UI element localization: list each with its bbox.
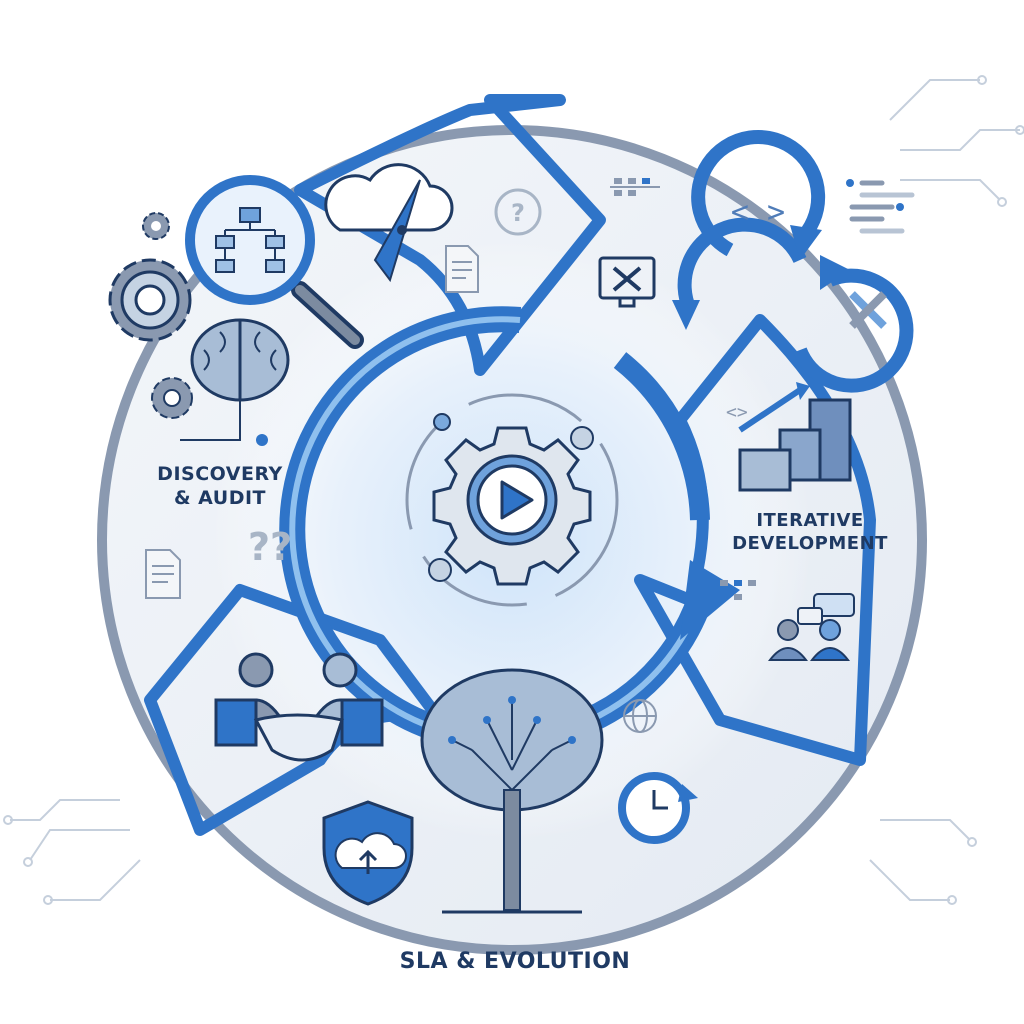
brain-icon — [180, 318, 290, 446]
gear-icon — [142, 212, 170, 240]
question-icon: ?? — [248, 525, 292, 569]
cloud-compass-icon — [324, 163, 454, 283]
code-lines-decoration — [846, 179, 915, 234]
document-icon — [445, 245, 479, 293]
gear-play-icon — [405, 393, 619, 607]
clock-refresh-icon — [618, 772, 698, 844]
stage-label-line: DEVELOPMENT — [732, 532, 888, 554]
stage-label-line: DISCOVERY — [157, 463, 283, 485]
stage-label-iterative-development: ITERATIVE DEVELOPMENT — [715, 510, 905, 555]
chat-users-icon — [767, 593, 855, 661]
computer-tools-icon — [598, 256, 656, 308]
globe-icon — [623, 699, 657, 733]
circuit-tree-icon — [420, 668, 604, 914]
gear-icon — [151, 377, 193, 419]
kanban-icon — [610, 178, 660, 196]
arrowhead — [672, 300, 700, 330]
stage-label-line: ITERATIVE — [756, 510, 864, 531]
code-brackets-icon: < > — [731, 195, 785, 230]
code-brackets-icon: <> — [726, 402, 748, 423]
shield-cloud-upload-icon — [322, 800, 414, 906]
tools-icon — [849, 291, 887, 329]
arrowhead — [820, 255, 850, 290]
handshake-icon — [214, 652, 384, 762]
stage-label-line: SLA & EVOLUTION — [399, 949, 631, 974]
svg-text:?: ? — [511, 199, 525, 227]
arrowhead — [790, 225, 822, 260]
stage-label-sla-evolution: SLA & EVOLUTION — [360, 948, 670, 976]
building-blocks-icon — [738, 382, 852, 492]
stage-label-discovery-audit: DISCOVERY & AUDIT — [120, 463, 320, 511]
circuit-lines-decoration — [3, 75, 1024, 905]
cycle-arrows-icon — [677, 130, 914, 393]
gear-icon — [108, 258, 192, 342]
kanban-icon — [720, 580, 756, 600]
inner-cycle-arrow — [279, 306, 740, 753]
document-icon — [145, 549, 181, 599]
magnifier-flowchart-icon — [185, 175, 364, 349]
question-icon: ? — [494, 188, 542, 236]
stage-label-line: & AUDIT — [173, 486, 267, 509]
